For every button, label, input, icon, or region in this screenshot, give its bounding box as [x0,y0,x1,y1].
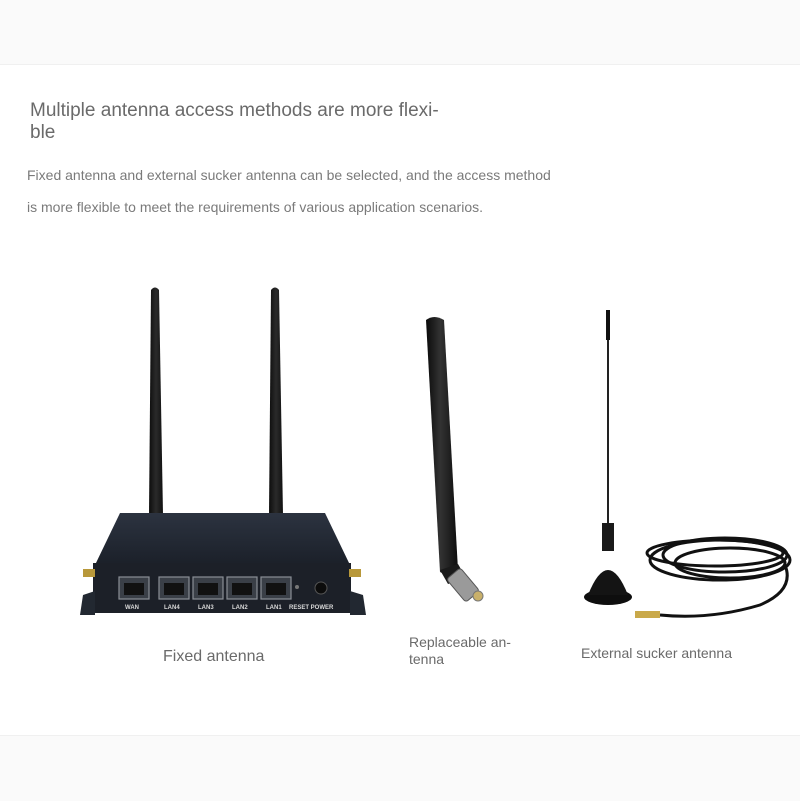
port-label-wan: WAN [125,605,139,611]
port-label-lan2: LAN2 [232,605,248,611]
router-with-fixed-antennas-image: WAN LAN4 LAN3 LAN2 LAN1 RESET POWER [80,287,366,615]
caption-fixed-antenna: Fixed antenna [163,648,265,665]
left-antenna [149,287,163,515]
external-sucker-antenna-image [584,310,792,618]
port-label-lan1: LAN1 [266,605,282,611]
replaceable-antenna-image [426,317,484,602]
section-heading: Multiple antenna access methods are more… [30,100,439,143]
description-line-2: is more flexible to meet the requirement… [27,199,483,215]
right-antenna [269,287,283,515]
port-label-lan3: LAN3 [198,605,214,611]
bottom-band [0,735,800,801]
port-label-reset-power: RESET POWER [289,605,334,611]
port-label-lan4: LAN4 [164,605,180,611]
caption-external-sucker-antenna: External sucker antenna [581,645,732,661]
description-line-1: Fixed antenna and external sucker antenn… [27,167,551,183]
caption-replaceable-antenna: Replaceable an- tenna [409,634,511,667]
top-band [0,0,800,65]
